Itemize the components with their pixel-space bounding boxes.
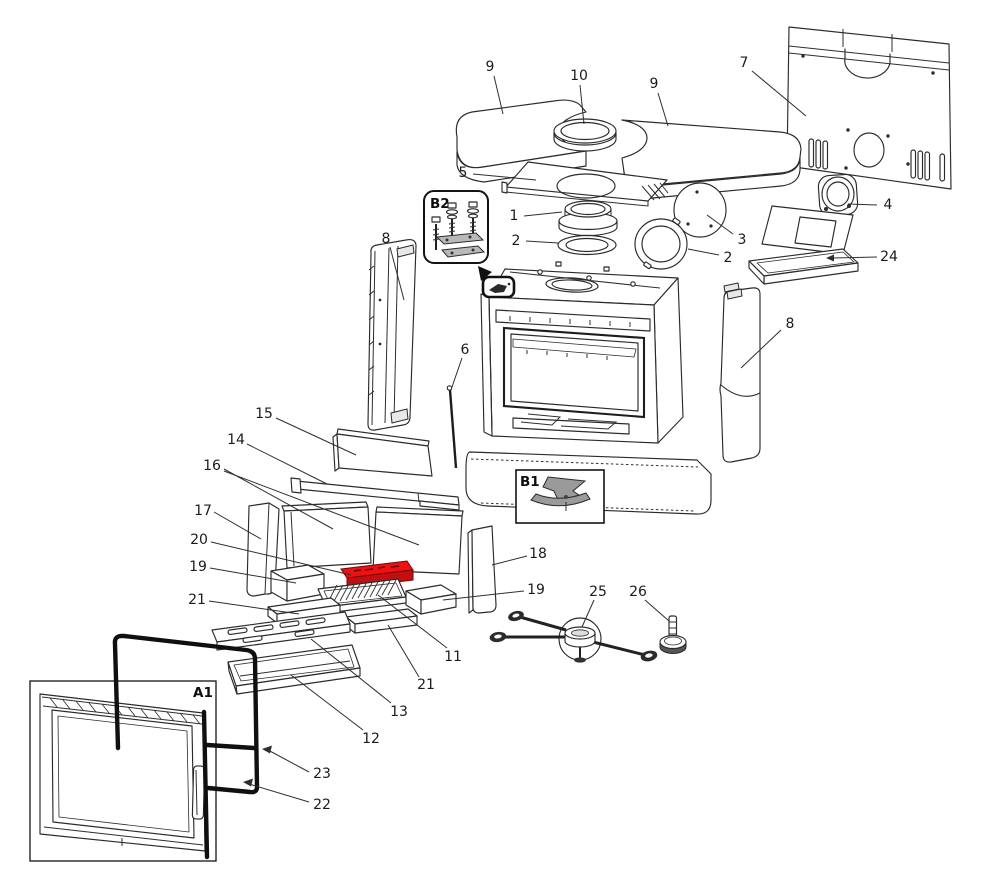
callout-20: 20 (190, 532, 208, 548)
part-back-brick-16-right (372, 506, 464, 575)
b2-brackets (435, 232, 486, 258)
door-handle (191, 765, 206, 820)
callout-5: 5 (459, 165, 468, 181)
part-back-brick-15 (332, 428, 433, 477)
callout-4: 4 (884, 197, 893, 213)
spider-feet (489, 610, 658, 662)
part-back-brick-16-left (281, 501, 372, 569)
callout-8-left: 8 (382, 231, 391, 247)
part-bar-21-right (345, 608, 418, 634)
callout-25: 25 (589, 584, 607, 600)
part-rear-bracket (748, 205, 859, 285)
part-adjustable-foot-26 (659, 615, 687, 654)
inset-b1-label: B1 (520, 474, 540, 490)
callout-10: 10 (570, 68, 588, 84)
inset-a1-label: A1 (193, 685, 213, 701)
part-seal-ring-right (634, 217, 688, 270)
callout-15: 15 (255, 406, 273, 422)
callout-13: 13 (390, 704, 408, 720)
part-side-panel-left (367, 239, 417, 431)
callout-labels: 9 10 9 7 5 1 2 3 2 4 24 8 6 8 15 14 16 1… (188, 55, 898, 813)
part-side-brick-18 (467, 525, 497, 614)
part-leg-spider-25 (489, 610, 658, 663)
callout-23: 23 (313, 766, 331, 782)
callout-14: 14 (227, 432, 245, 448)
inset-b2-label: B2 (430, 196, 450, 212)
callout-26: 26 (629, 584, 647, 600)
callout-3: 3 (738, 232, 747, 248)
callout-6: 6 (461, 342, 470, 358)
part-round-lid (553, 118, 617, 152)
part-brick-19-right (405, 584, 457, 615)
part-slotted-strip-13 (211, 611, 351, 651)
part-top-inner-plate (501, 161, 669, 207)
part-door (39, 693, 206, 852)
inset-b2: B2 (423, 190, 489, 264)
part-back-panel (786, 26, 952, 190)
b2-location-marker (478, 266, 516, 299)
callout-9-left: 9 (486, 59, 495, 75)
part-log-retainer-rail-14 (290, 477, 460, 511)
inset-b1: B1 (515, 469, 605, 524)
part-brick-19-left (270, 564, 325, 602)
callout-9-right: 9 (650, 76, 659, 92)
callout-18: 18 (529, 546, 547, 562)
part-seal-ring-top (557, 234, 617, 256)
callout-24: 24 (880, 249, 898, 265)
callout-21-left: 21 (188, 592, 206, 608)
part-rod (446, 385, 458, 469)
part-side-panel-right (719, 282, 761, 463)
part-stove-body (480, 261, 684, 444)
callout-22: 22 (313, 797, 331, 813)
part-blanking-disc (673, 182, 727, 238)
callout-11: 11 (444, 649, 462, 665)
callout-2-top: 2 (512, 233, 521, 249)
inset-a1: A1 (29, 680, 217, 862)
callout-21-right: 21 (417, 677, 435, 693)
callout-8-right: 8 (786, 316, 795, 332)
callout-2-right: 2 (724, 250, 733, 266)
callout-19-left: 19 (189, 559, 207, 575)
callout-17: 17 (194, 503, 212, 519)
part-top-plate-left (455, 99, 587, 183)
callout-12: 12 (362, 731, 380, 747)
leader-lines (208, 70, 878, 803)
callout-7: 7 (740, 55, 749, 71)
callout-1: 1 (510, 208, 519, 224)
callout-19-right: 19 (527, 582, 545, 598)
b2-screws (431, 201, 480, 250)
part-ash-pan-12 (227, 644, 361, 695)
part-gasket-cords (112, 633, 260, 860)
part-rear-flue-ring (817, 173, 859, 217)
part-flue-collar (558, 200, 618, 237)
callout-16: 16 (203, 458, 221, 474)
